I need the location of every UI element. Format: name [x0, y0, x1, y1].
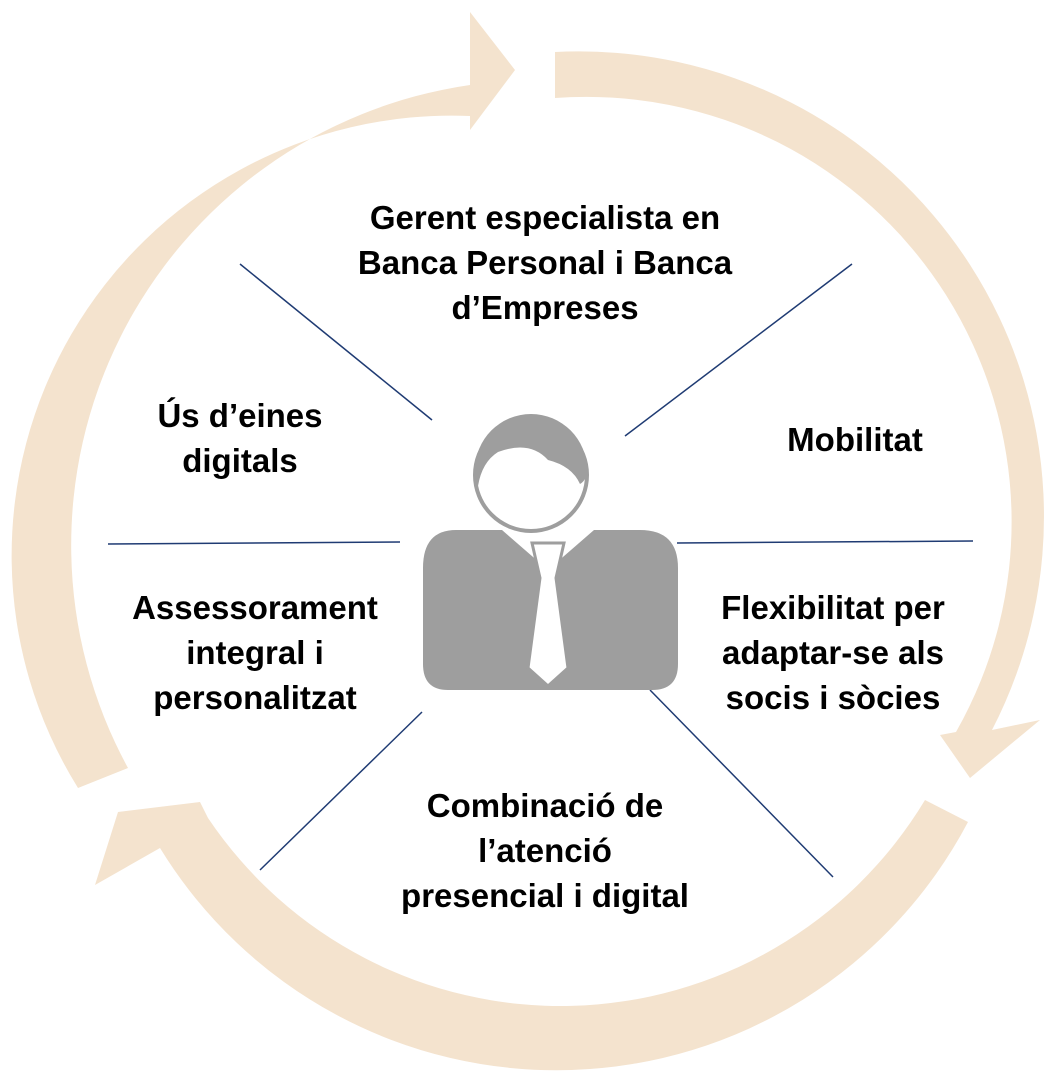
label-gerent-especialista: Gerent especialista en Banca Personal i …: [357, 199, 733, 326]
label-assessorament: Assessorament integral i personalitzat: [132, 589, 378, 716]
businessman-icon: [423, 414, 678, 690]
label-us-eines-digitals: Ús d’eines digitals: [157, 397, 323, 479]
cycle-arrow-bottom: [95, 800, 968, 1071]
label-combinacio-atencio: Combinació de l’atenció presencial i dig…: [401, 787, 689, 914]
divider-lines: [107, 263, 974, 878]
cycle-arrow-right: [555, 51, 1044, 778]
cycle-arrow-left: [11, 12, 515, 788]
label-mobilitat: Mobilitat: [787, 421, 923, 458]
divider-line-lower-left: [259, 711, 423, 871]
divider-line-left: [107, 541, 401, 545]
label-flexibilitat: Flexibilitat per adaptar-se als socis i …: [721, 589, 945, 716]
divider-line-right: [676, 540, 974, 544]
circular-arrows-icon: [11, 12, 1044, 1071]
divider-line-upper-left: [239, 263, 433, 421]
divider-line-upper-right: [624, 263, 853, 437]
divider-line-lower-right: [649, 689, 834, 878]
